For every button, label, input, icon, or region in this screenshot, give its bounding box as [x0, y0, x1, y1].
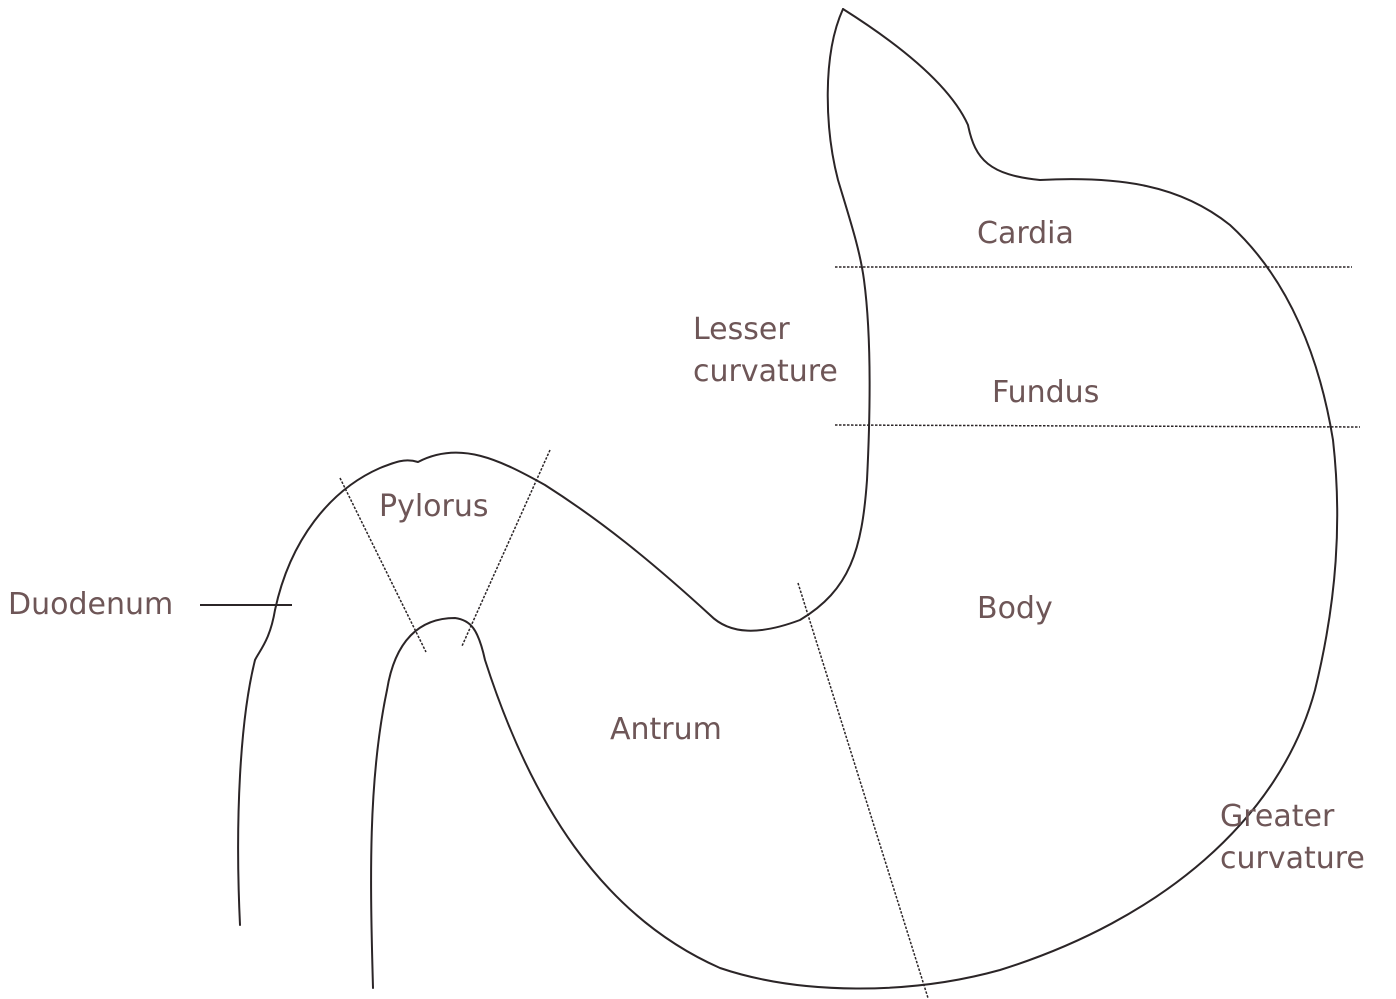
greater-curvature-outline	[371, 9, 1337, 989]
fundus-label: Fundus	[992, 372, 1099, 414]
pylorus-label: Pylorus	[379, 486, 489, 528]
greater-curvature-label: Greater curvature	[1220, 796, 1365, 880]
greater-curvature-label-line1: Greater	[1220, 796, 1365, 838]
lesser-curvature-label-line2: curvature	[693, 351, 838, 393]
pylorus-right-divider	[462, 450, 550, 646]
antrum-body-divider	[798, 583, 928, 998]
fundus-body-divider	[835, 425, 1360, 427]
lesser-curvature-label-line1: Lesser	[693, 309, 838, 351]
lesser-curvature-outline	[238, 9, 870, 925]
body-label: Body	[977, 588, 1053, 630]
greater-curvature-label-line2: curvature	[1220, 838, 1365, 880]
lesser-curvature-label: Lesser curvature	[693, 309, 838, 393]
antrum-label: Antrum	[610, 709, 722, 751]
duodenum-label: Duodenum	[8, 584, 173, 626]
cardia-label: Cardia	[977, 213, 1074, 255]
